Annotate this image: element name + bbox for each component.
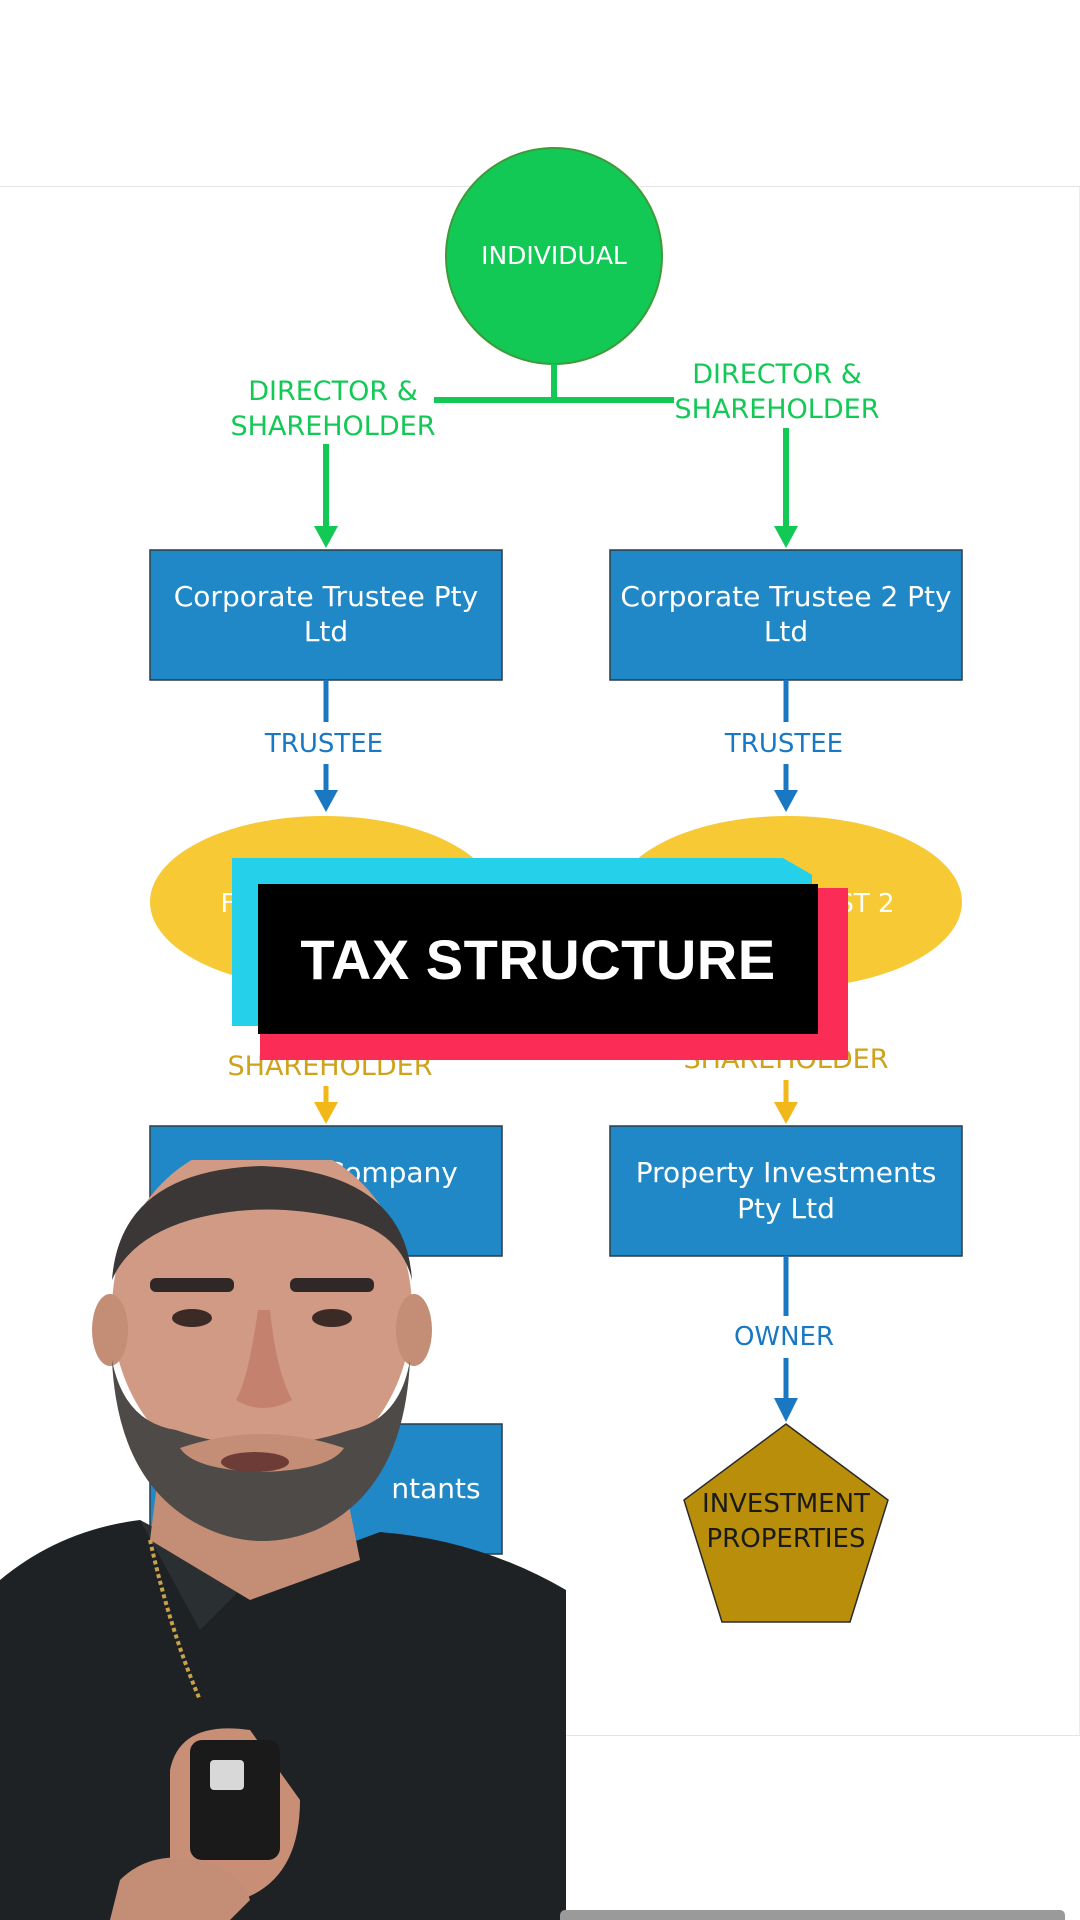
- director-label-right-2: SHAREHOLDER: [675, 394, 880, 425]
- trustee-box-right-line1: Corporate Trustee 2 Pty: [620, 580, 951, 613]
- gold-connectors: [323, 1080, 789, 1104]
- director-label-right-1: DIRECTOR &: [692, 359, 862, 390]
- arrow-head-blue-right: [774, 790, 798, 812]
- green-connectors: [323, 364, 789, 528]
- trust-left-label: F: [221, 889, 236, 919]
- scroll-progress-bar: [560, 1910, 1065, 1920]
- trustee-box-right: [609, 549, 963, 681]
- presenter-figure: [0, 1160, 566, 1920]
- arrow-head-green-right: [774, 526, 798, 548]
- director-label-left-1: DIRECTOR &: [248, 376, 418, 407]
- director-label-left-2: SHAREHOLDER: [231, 411, 436, 442]
- owner-label-right: OWNER: [734, 1322, 834, 1352]
- property-box: [609, 1125, 963, 1257]
- title-banner: TAX STRUCTURE: [232, 858, 848, 1060]
- trustee-label-right: TRUSTEE: [724, 729, 843, 759]
- trustee-box-left-line2: Ltd: [304, 615, 348, 648]
- investment-line1: INVESTMENT: [702, 1489, 870, 1519]
- arrow-head-gold-left: [314, 1102, 338, 1124]
- trustee-box-right-line2: Ltd: [764, 615, 808, 648]
- trustee-box-left-line1: Corporate Trustee Pty: [174, 580, 478, 613]
- individual-label: INDIVIDUAL: [481, 241, 627, 270]
- trustee-label-left: TRUSTEE: [264, 729, 383, 759]
- investment-line2: PROPERTIES: [707, 1524, 866, 1554]
- property-box-line1: Property Investments: [636, 1156, 937, 1189]
- arrow-head-gold-right: [774, 1102, 798, 1124]
- arrow-head-blue-left: [314, 790, 338, 812]
- banner-black-layer: TAX STRUCTURE: [258, 884, 818, 1034]
- arrow-head-green-left: [314, 526, 338, 548]
- property-box-line2: Pty Ltd: [737, 1192, 835, 1225]
- trustee-box-left: [149, 549, 503, 681]
- presenter-video-overlay: [0, 1160, 566, 1920]
- accountants-box-label: ntants: [391, 1472, 480, 1505]
- banner-title: TAX STRUCTURE: [300, 927, 776, 991]
- arrow-head-owner: [774, 1398, 798, 1422]
- investment-pentagon: [683, 1423, 889, 1623]
- blue-connectors-top: [323, 680, 789, 792]
